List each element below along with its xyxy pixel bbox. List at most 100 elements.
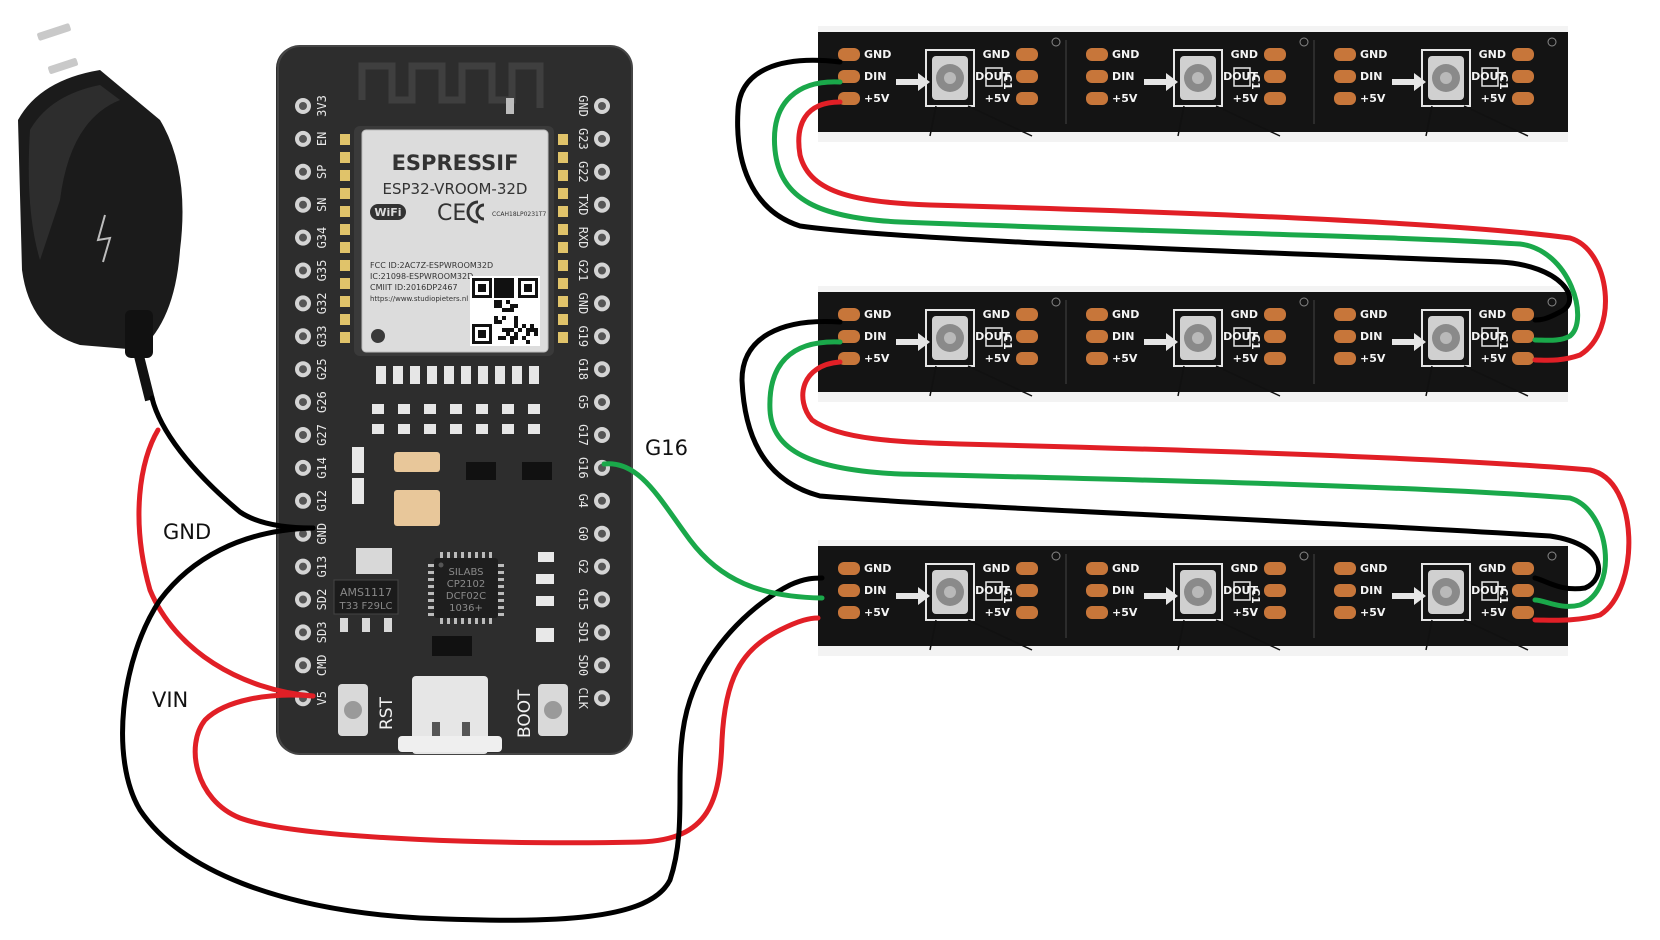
right-pin-14[interactable] xyxy=(594,525,610,542)
solder-pad xyxy=(838,584,860,597)
left-pin-7[interactable] xyxy=(295,295,311,312)
cap-label: C1 xyxy=(1497,74,1510,90)
left-pin-18[interactable] xyxy=(295,657,311,674)
capacitor-icon xyxy=(1481,581,1499,601)
micro-usb-port[interactable] xyxy=(398,676,502,754)
right-pin-17[interactable] xyxy=(594,624,610,641)
left-pin-1[interactable] xyxy=(295,98,311,114)
pad-label: DOUT xyxy=(1471,70,1506,83)
right-pin-11[interactable] xyxy=(594,427,610,443)
wires xyxy=(120,57,1632,923)
module-side-pads xyxy=(340,134,568,343)
solder-pad xyxy=(1512,584,1534,597)
left-pin-9[interactable] xyxy=(295,361,311,378)
left-pin-3[interactable] xyxy=(295,163,311,180)
qr-code xyxy=(470,276,540,346)
pad-label: DOUT xyxy=(1223,70,1258,83)
pad-label: DOUT xyxy=(975,70,1010,83)
usb-uart-chip: SILABS CP2102 DCF02C 1036+ xyxy=(428,552,504,624)
pad-label: GND xyxy=(1360,562,1387,575)
capacitor-icon xyxy=(1233,67,1251,87)
right-pin-label: RXD xyxy=(576,227,590,249)
right-pin-5[interactable] xyxy=(594,229,610,246)
solder-pad xyxy=(1264,330,1286,343)
module-dot xyxy=(371,329,385,343)
antenna-trace xyxy=(358,62,544,114)
left-pin-16[interactable] xyxy=(295,591,311,608)
left-pin-4[interactable] xyxy=(295,196,311,213)
left-pin-8[interactable] xyxy=(295,328,311,345)
right-pin-label: G22 xyxy=(576,161,590,183)
right-pin-6[interactable] xyxy=(594,262,610,279)
left-pin-label: G13 xyxy=(315,556,329,578)
left-pin-10[interactable] xyxy=(295,394,311,411)
module-brand: ESPRESSIF xyxy=(392,151,519,175)
pad-label: GND xyxy=(983,308,1010,321)
right-pin-16[interactable] xyxy=(594,591,610,608)
pad-label: DOUT xyxy=(1471,584,1506,597)
solder-pad xyxy=(1086,606,1108,619)
left-pin-12[interactable] xyxy=(295,459,311,476)
right-pin-19[interactable] xyxy=(594,690,610,707)
left-pin-17[interactable] xyxy=(295,624,311,641)
right-pin-label: G15 xyxy=(576,589,590,611)
regulator-chip: AMS1117 T33 F29LC xyxy=(333,548,399,632)
solder-pad xyxy=(1334,562,1356,575)
solder-pad xyxy=(1086,70,1108,83)
pad-label: +5V xyxy=(1360,352,1386,365)
wire-s1-gnd-bridge xyxy=(735,57,1573,323)
left-pin-13[interactable] xyxy=(295,492,311,509)
pad-label: +5V xyxy=(864,606,890,619)
right-pin-4[interactable] xyxy=(594,196,610,213)
led-strips: GNDDIN+5VC1GNDDOUT+5VGNDDIN+5VC1GNDDOUT+… xyxy=(818,26,1568,656)
data-arrow-icon xyxy=(896,587,930,605)
left-pin-2[interactable] xyxy=(295,130,311,147)
wire-s2-gnd-bridge xyxy=(739,319,1601,592)
led-strip-2: GNDDIN+5VC1GNDDOUT+5VGNDDIN+5VC1GNDDOUT+… xyxy=(818,286,1568,402)
solder-pad xyxy=(1334,352,1356,365)
left-pin-label: CMD xyxy=(315,654,329,676)
right-pin-1[interactable] xyxy=(594,98,610,114)
solder-pad xyxy=(1016,330,1038,343)
pad-label: +5V xyxy=(1112,352,1138,365)
solder-pad xyxy=(1334,70,1356,83)
right-pin-2[interactable] xyxy=(594,130,610,147)
pad-label: GND xyxy=(864,562,891,575)
fcc-icon xyxy=(466,200,485,224)
left-pin-15[interactable] xyxy=(295,558,311,575)
right-pin-10[interactable] xyxy=(594,394,610,411)
solder-pad xyxy=(1512,308,1534,321)
right-pin-label: G19 xyxy=(576,325,590,347)
solder-pad xyxy=(1334,606,1356,619)
capacitor-icon xyxy=(1481,327,1499,347)
pad-label: DIN xyxy=(864,70,886,83)
right-pin-7[interactable] xyxy=(594,295,610,312)
pad-label: DIN xyxy=(864,330,886,343)
solder-pad xyxy=(838,330,860,343)
regulator-line2: T33 F29LC xyxy=(338,601,392,612)
right-pin-13[interactable] xyxy=(594,492,610,509)
right-pin-18[interactable] xyxy=(594,657,610,674)
label-g16: G16 xyxy=(645,436,688,460)
right-pin-15[interactable] xyxy=(594,558,610,575)
right-pin-8[interactable] xyxy=(594,328,610,345)
solder-pad xyxy=(1334,92,1356,105)
solder-pad xyxy=(1016,308,1038,321)
left-pin-5[interactable] xyxy=(295,229,311,246)
solder-pad xyxy=(1512,92,1534,105)
wire-gnd-to-strip3 xyxy=(120,525,825,923)
left-pin-label: G26 xyxy=(315,391,329,413)
led-strip-3: GNDDIN+5VC1GNDDOUT+5VGNDDIN+5VC1GNDDOUT+… xyxy=(818,540,1568,656)
small-components xyxy=(352,404,554,656)
boot-button[interactable] xyxy=(538,684,568,736)
pad-label: +5V xyxy=(1233,92,1259,105)
module-model: ESP32-VROOM-32D xyxy=(383,180,528,198)
cap-label: C1 xyxy=(1249,334,1262,350)
left-pin-6[interactable] xyxy=(295,262,311,279)
left-pin-11[interactable] xyxy=(295,427,311,443)
pad-label: GND xyxy=(1360,48,1387,61)
left-pin-label: G32 xyxy=(315,293,329,315)
right-pin-9[interactable] xyxy=(594,361,610,378)
rst-button[interactable] xyxy=(338,684,368,736)
right-pin-3[interactable] xyxy=(594,163,610,180)
